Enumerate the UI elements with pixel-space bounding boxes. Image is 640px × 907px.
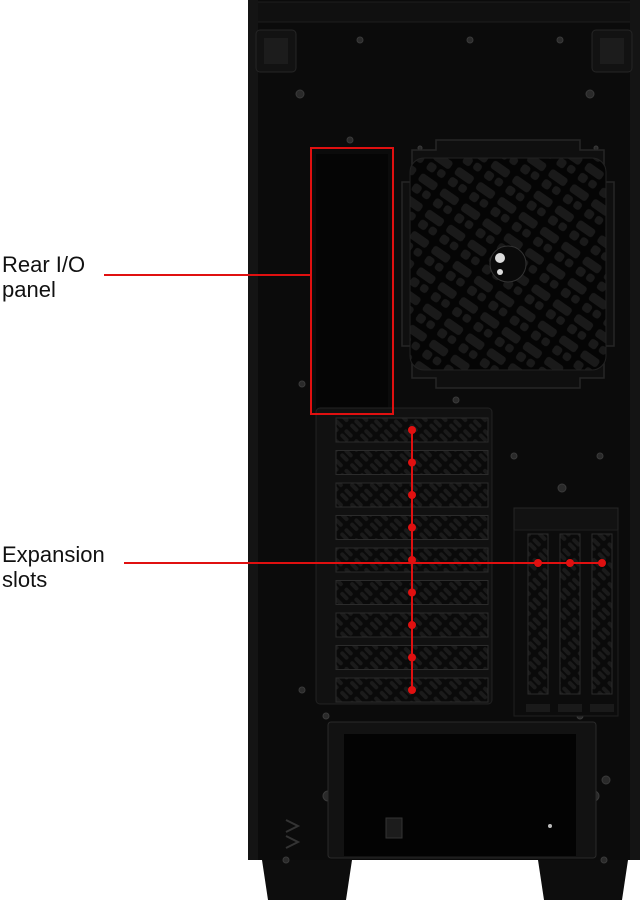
vertical-slot-cover [527, 533, 549, 695]
expansion-slots-label: Expansion slots [2, 542, 105, 592]
vertical-slot-cover [591, 533, 613, 695]
expansion-slots-label-line1: Expansion [2, 542, 105, 567]
psu-bay [285, 721, 597, 859]
vertical-slot-bay [513, 507, 619, 717]
expansion-slot-marker [408, 426, 416, 434]
vertical-slot-cover [559, 533, 581, 695]
expansion-slot-marker [408, 458, 416, 467]
expansion-slot-marker [408, 523, 416, 532]
rear-io-label: Rear I/O panel [2, 252, 85, 302]
expansion-slot-bay [315, 407, 493, 705]
rear-io-label-line1: Rear I/O [2, 252, 86, 277]
vertical-slot-tab [526, 704, 550, 712]
vertical-slot-marker [598, 559, 606, 567]
expansion-slot-marker [408, 686, 416, 694]
rear-io-label-line2: panel [2, 277, 56, 302]
rear-fan-grille [401, 139, 615, 389]
expansion-slot-marker [408, 653, 416, 662]
vertical-slot-tab [558, 704, 582, 712]
expansion-slot-marker [408, 588, 416, 597]
vertical-slot-tab [590, 704, 614, 712]
expansion-slots-label-line2: slots [2, 567, 48, 592]
rear-io-highlight-box [310, 147, 394, 415]
vertical-slot-marker [534, 559, 542, 567]
expansion-slot-marker [408, 491, 416, 499]
vertical-slot-marker [566, 559, 574, 567]
expansion-slot-marker [408, 556, 416, 564]
rear-io-cutout [316, 154, 388, 410]
top-bumpers [255, 29, 633, 73]
expansion-slot-marker [408, 621, 416, 629]
callout-graphics [104, 147, 606, 694]
